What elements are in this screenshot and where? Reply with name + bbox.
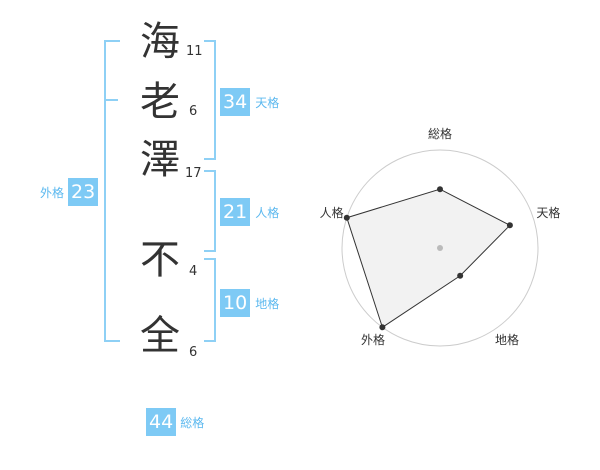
stroke-count-5: 6 [189, 345, 198, 360]
name-char-5: 全 [140, 313, 180, 359]
radar-point-5 [343, 214, 350, 221]
chikaku-bracket [204, 258, 216, 342]
name-char-4: 不 [140, 237, 180, 283]
chikaku-label: 地格 [255, 296, 280, 311]
gaikaku-value-badge: 23 [68, 178, 99, 206]
radar-point-1 [437, 186, 443, 193]
radar-series-area [346, 188, 511, 329]
name-char-3: 澤 [140, 137, 180, 183]
radar-axis-label-1: 総格 [428, 126, 452, 141]
stroke-count-1: 11 [186, 44, 203, 59]
name-char-2: 老 [140, 79, 180, 125]
tenkaku-bracket [204, 40, 216, 160]
stroke-count-4: 4 [189, 264, 198, 279]
radar-axis-label-3: 地格 [495, 332, 519, 347]
jinkaku-group: 21 人格 [220, 198, 279, 226]
gaikaku-bracket-tick [104, 99, 118, 101]
gaikaku-group: 外格 23 [40, 178, 99, 206]
radar-point-3 [457, 272, 464, 279]
radar-axis-label-4: 外格 [361, 332, 385, 347]
name-char-1: 海 [140, 19, 180, 65]
radar-axis-label-2: 天格 [536, 205, 560, 220]
jinkaku-value-badge: 21 [220, 198, 251, 226]
gaikaku-bracket [104, 40, 120, 342]
soukaku-value-badge: 44 [146, 408, 177, 436]
soukaku-group: 44 総格 [146, 408, 204, 436]
radar-center-dot [437, 245, 443, 251]
radar-point-4 [379, 324, 386, 331]
stroke-count-3: 17 [185, 166, 202, 181]
radar-axis-label-5: 人格 [320, 205, 344, 220]
gaikaku-label: 外格 [40, 185, 65, 200]
chikaku-group: 10 地格 [220, 289, 279, 317]
jinkaku-bracket [204, 170, 216, 252]
jinkaku-label: 人格 [255, 205, 280, 220]
radar-point-2 [506, 222, 513, 229]
chikaku-value-badge: 10 [220, 289, 251, 317]
tenkaku-value-badge: 34 [220, 88, 251, 116]
stroke-count-2: 6 [189, 104, 198, 119]
soukaku-label: 総格 [180, 415, 205, 430]
tenkaku-group: 34 天格 [220, 88, 279, 116]
tenkaku-label: 天格 [255, 95, 280, 110]
